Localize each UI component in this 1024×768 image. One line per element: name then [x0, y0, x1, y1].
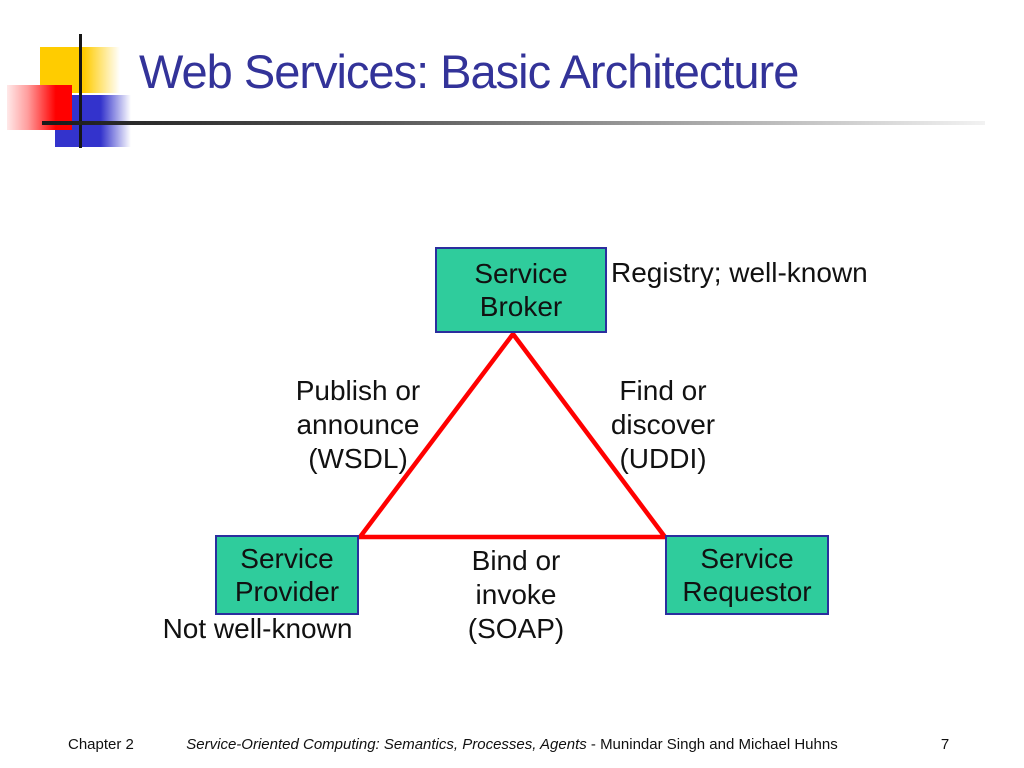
annotation-registry-well-known: Registry; well-known	[611, 257, 868, 288]
edge-label-publish-wsdl: Publish or announce (WSDL)	[295, 375, 421, 474]
slide-title: Web Services: Basic Architecture	[139, 45, 799, 98]
title-underline-rule	[42, 121, 985, 125]
edge-label-find-uddi: Find or discover (UDDI)	[610, 375, 716, 474]
node-service-requestor: Service Requestor	[665, 535, 829, 615]
node-service-provider: Service Provider	[215, 535, 359, 615]
footer-citation: Service-Oriented Computing: Semantics, P…	[0, 736, 1024, 753]
node-service-broker: Service Broker	[435, 247, 607, 333]
edge-label-bind-soap: Bind or invoke (SOAP)	[467, 545, 565, 644]
footer-page-number: 7	[940, 736, 950, 753]
annotation-not-well-known: Not well-known	[162, 613, 353, 644]
footer-book-title: Service-Oriented Computing: Semantics, P…	[186, 736, 587, 753]
footer-chapter-label: Chapter 2	[68, 736, 134, 753]
footer-authors: - Munindar Singh and Michael Huhns	[586, 736, 838, 753]
decoration-vertical-line	[79, 34, 82, 148]
